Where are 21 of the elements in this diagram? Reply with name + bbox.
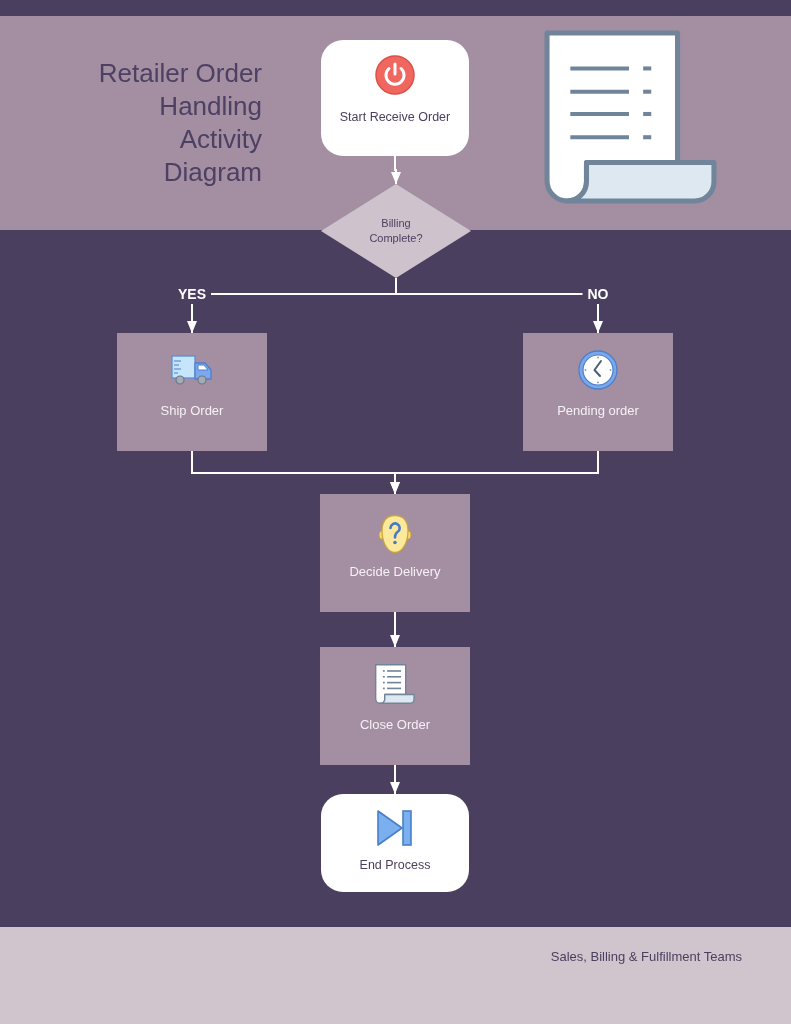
footer-note: Sales, Billing & Fulfillment Teams [549, 949, 742, 965]
node-label: Start Receive Order [339, 109, 451, 125]
connector-arrow [391, 155, 401, 185]
connector-arrow [395, 277, 603, 334]
process-box [320, 647, 470, 765]
process-box [320, 494, 470, 612]
node-label: Decide Delivery [349, 564, 441, 580]
node-label: Billing Complete? [368, 216, 424, 246]
terminal-box [321, 794, 469, 892]
process-box [117, 333, 267, 451]
process-box [523, 333, 673, 451]
diagram-title: Retailer Order Handling Activity Diagram [97, 57, 262, 189]
node-label: End Process [359, 857, 431, 873]
connector-arrow [390, 611, 400, 648]
node-label: Pending order [557, 403, 639, 419]
connector-arrow [390, 450, 599, 495]
connector-arrow [390, 764, 400, 795]
node-label: Ship Order [160, 403, 224, 419]
decision-diamond [321, 184, 471, 278]
terminal-box [321, 40, 469, 156]
node-label: Close Order [359, 717, 431, 733]
